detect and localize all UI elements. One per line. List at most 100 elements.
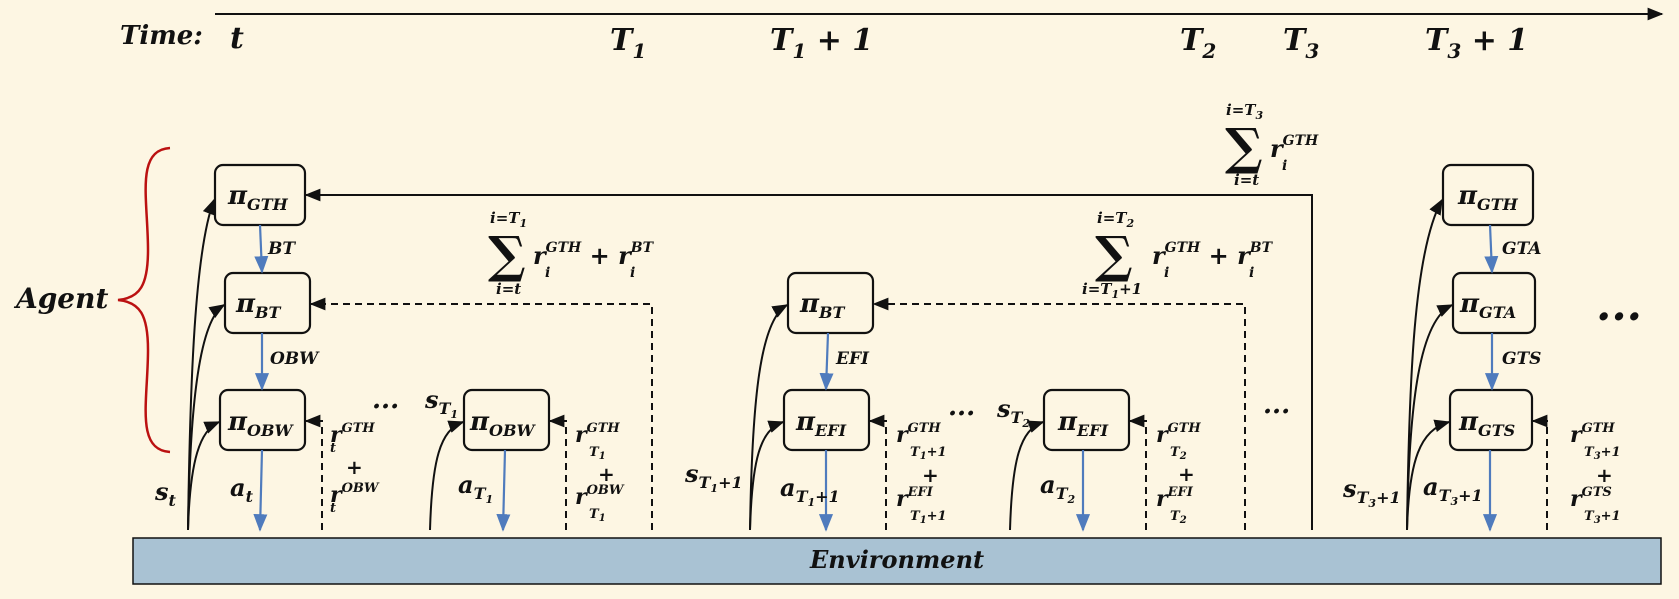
- svg-text:πEFI: πEFI: [1057, 407, 1109, 440]
- policy-gth-2: πGTH: [1441, 163, 1535, 227]
- option-label-obw: OBW: [270, 349, 320, 369]
- policy-obw-1: πOBW: [218, 388, 307, 452]
- action-label-1: at: [230, 473, 254, 506]
- reward-feedback-efi-2: [1128, 414, 1147, 530]
- svg-text:i: i: [1282, 158, 1287, 174]
- svg-text:rGTH: rGTH: [1270, 133, 1319, 163]
- environment-label: Environment: [809, 545, 984, 574]
- policy-bt-1: πBT: [223, 271, 312, 335]
- svg-text:T1+1: T1+1: [910, 445, 947, 462]
- time-tick-T3: T3: [1283, 23, 1319, 63]
- option-label-gta: GTA: [1502, 239, 1541, 259]
- svg-text:∑: ∑: [488, 225, 526, 284]
- reward-feedback-bt-1: [309, 297, 653, 530]
- svg-text:rEFI: rEFI: [896, 485, 934, 512]
- svg-text:T3+1: T3+1: [1584, 509, 1621, 526]
- reward-feedback-obw-2: [548, 414, 567, 530]
- environment-bar: [132, 537, 1662, 585]
- reward-label-3: rGTH T1+1 + rEFI T1+1: [896, 421, 947, 526]
- sum-bt-1: i=T1 ∑ i=t rGTH + rBT i i: [488, 209, 655, 298]
- time-tick-T2: T2: [1180, 23, 1216, 63]
- state-label-4: sT2: [996, 394, 1030, 430]
- svg-text:rGTH + rBT: rGTH + rBT: [533, 240, 655, 270]
- svg-text:i=T1: i=T1: [490, 209, 527, 230]
- svg-text:+: +: [922, 463, 939, 487]
- action-arrow-2: [496, 449, 511, 532]
- option-label-bt: BT: [267, 239, 296, 259]
- svg-text:πGTA: πGTA: [1459, 289, 1516, 322]
- svg-text:πBT: πBT: [235, 289, 282, 322]
- time-tick-T3-plus-1: T3 + 1: [1425, 23, 1528, 63]
- svg-text:πGTH: πGTH: [1457, 181, 1519, 214]
- svg-text:∑: ∑: [1095, 225, 1133, 284]
- reward-feedback-obw-1: [304, 414, 323, 530]
- svg-text:rGTH: rGTH: [575, 421, 620, 448]
- policy-obw-2: πOBW: [462, 388, 551, 452]
- svg-text:+: +: [346, 455, 363, 479]
- svg-text:rGTS: rGTS: [1570, 485, 1612, 512]
- svg-text:πEFI: πEFI: [795, 407, 847, 440]
- svg-text:rGTH: rGTH: [1570, 421, 1615, 448]
- svg-text:i: i: [1249, 265, 1254, 281]
- svg-text:rOBW: rOBW: [575, 483, 625, 510]
- policy-gts: πGTS: [1448, 388, 1534, 452]
- time-tick-T1-plus-1: T1 + 1: [770, 23, 873, 63]
- svg-text:i=t: i=t: [496, 280, 521, 298]
- svg-text:i: i: [1164, 265, 1169, 281]
- svg-text:T2: T2: [1170, 509, 1187, 526]
- svg-text:∑: ∑: [1225, 117, 1263, 176]
- svg-text:i=T2: i=T2: [1097, 209, 1134, 230]
- policy-gth-1: πGTH: [213, 163, 307, 227]
- svg-text:+: +: [598, 462, 615, 486]
- state-curves-1: [187, 198, 226, 531]
- svg-text:T1: T1: [589, 445, 606, 462]
- svg-text:rOBW: rOBW: [330, 481, 380, 508]
- svg-text:rGTH: rGTH: [896, 421, 941, 448]
- action-label-4: aT2: [1040, 470, 1075, 506]
- state-label-2: sT1: [424, 385, 458, 421]
- svg-text:+: +: [1596, 463, 1613, 487]
- reward-feedback-efi-1: [868, 414, 887, 530]
- svg-text:i=t: i=t: [1234, 171, 1259, 189]
- svg-text:T1: T1: [589, 507, 606, 524]
- svg-text:πBT: πBT: [799, 289, 846, 322]
- state-curves-3: [749, 304, 789, 531]
- svg-text:rGTH: rGTH: [1156, 421, 1201, 448]
- option-label-efi: EFI: [835, 349, 870, 369]
- policy-efi-2: πEFI: [1042, 388, 1131, 452]
- svg-text:T3+1: T3+1: [1584, 445, 1621, 462]
- sum-bt-2: i=T2 ∑ i=T1+1 rGTH + rBT i i: [1082, 209, 1274, 301]
- svg-text:i=T3: i=T3: [1226, 101, 1263, 122]
- policy-gta: πGTA: [1451, 271, 1537, 335]
- option-label-gts: GTS: [1502, 349, 1541, 369]
- svg-text:rEFI: rEFI: [1156, 485, 1194, 512]
- svg-text:i: i: [630, 265, 635, 281]
- state-label-3: sT1+1: [684, 459, 743, 495]
- svg-text:t: t: [330, 501, 336, 516]
- svg-text:+: +: [1178, 462, 1195, 486]
- action-label-2: aT1: [458, 470, 493, 506]
- reward-label-5: rGTH T3+1 + rGTS T3+1: [1570, 421, 1621, 526]
- reward-label-1: rGTH t + rOBW t: [330, 421, 380, 516]
- state-label-5: sT3+1: [1342, 474, 1401, 510]
- svg-text:πGTS: πGTS: [1458, 407, 1515, 440]
- option-arrow-bt-efi: [819, 332, 834, 391]
- action-label-3: aT1+1: [780, 473, 840, 509]
- svg-text:rGTH + rBT: rGTH + rBT: [1152, 240, 1274, 270]
- svg-text:i=T1+1: i=T1+1: [1082, 280, 1142, 301]
- state-curve-4: [1009, 420, 1045, 531]
- svg-text:i: i: [545, 265, 550, 281]
- svg-text:rGTH: rGTH: [330, 421, 375, 448]
- time-label: Time:: [120, 21, 203, 51]
- svg-text:T1+1: T1+1: [910, 509, 947, 526]
- ellipsis-1: ...: [372, 385, 399, 415]
- reward-feedback-gth: [304, 188, 1313, 530]
- state-label-1: st: [154, 477, 177, 510]
- svg-text:T2: T2: [1170, 445, 1187, 462]
- policy-bt-2: πBT: [786, 271, 875, 335]
- svg-text:t: t: [330, 441, 336, 456]
- action-label-5: aT3+1: [1423, 472, 1483, 508]
- reward-feedback-gts: [1531, 414, 1548, 530]
